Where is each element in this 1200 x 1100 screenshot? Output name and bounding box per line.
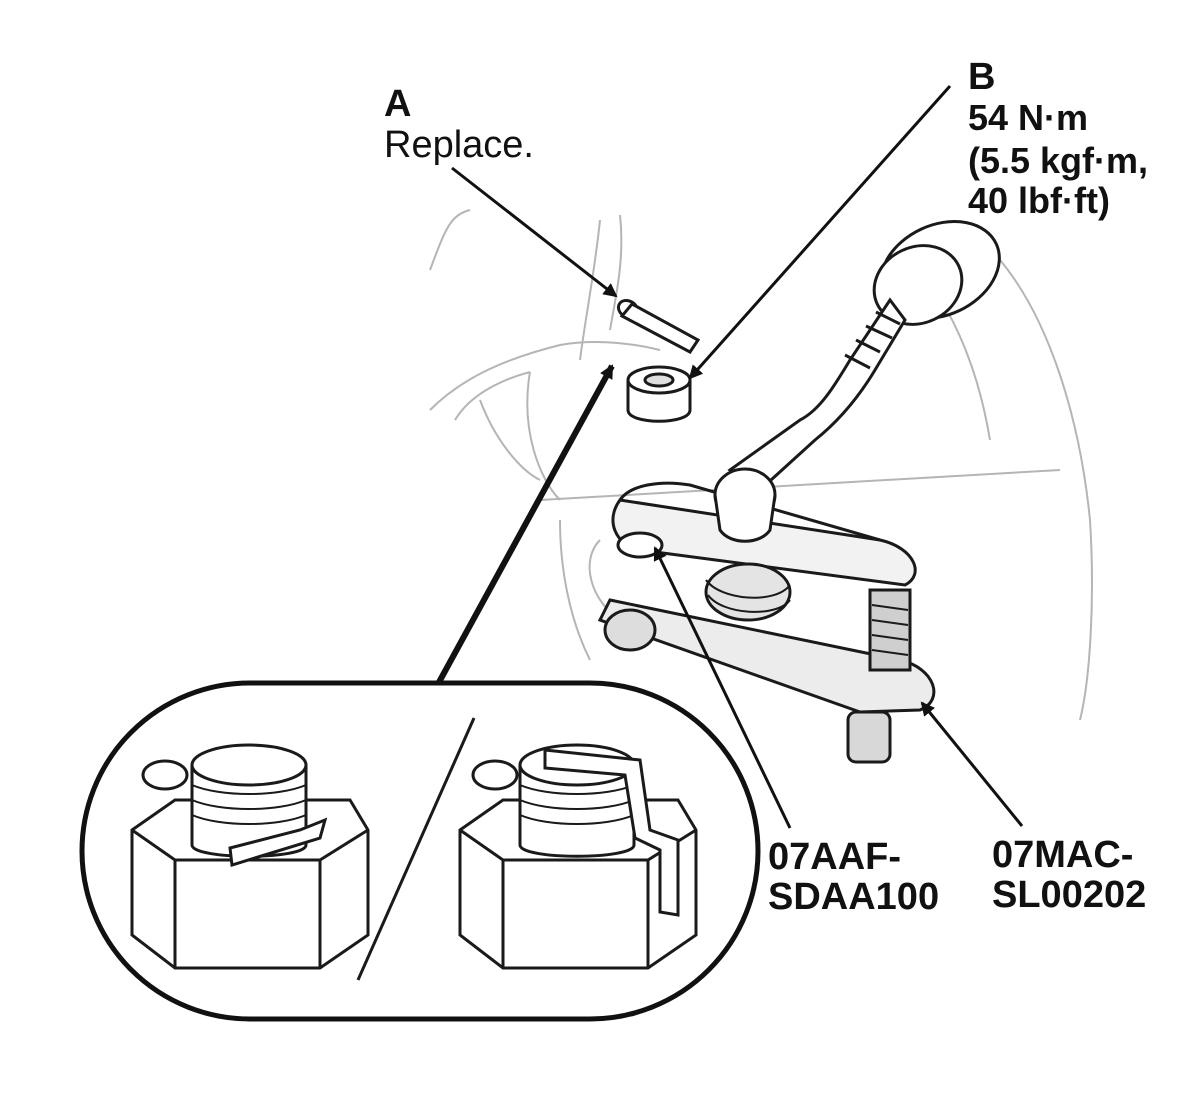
tool-1-part-number-line-1: 07AAF- (768, 836, 902, 878)
castle-nut (626, 365, 692, 423)
leader-lines (435, 85, 1024, 829)
cotter-pin-installation-detail (79, 680, 761, 1022)
tool-1-part-number-line-2: SDAA100 (768, 876, 940, 918)
cotter-pin (616, 298, 701, 354)
ball-joint-remover-tool (597, 467, 936, 764)
nut-before-bend-icon (130, 743, 370, 970)
tool-2-part-number-line-2: SL00202 (992, 874, 1147, 916)
leader-a (451, 166, 618, 298)
leader-tool-2 (920, 701, 1024, 827)
leader-inset (435, 364, 615, 686)
callout-b-torque-nm: 54 N·m (968, 97, 1089, 138)
leader-tool-1 (653, 546, 792, 829)
nut-after-bend-icon (458, 743, 698, 970)
callout-b-torque-kgfm: (5.5 kgf·m, (968, 140, 1149, 181)
drive-shaft (727, 220, 1001, 492)
tool-2-part-number-line-1: 07MAC- (992, 834, 1134, 876)
callout-b-letter: B (968, 56, 996, 98)
callout-a-note: Replace. (384, 124, 534, 166)
leader-b (688, 85, 952, 380)
callout-b-torque-lbfft: 40 lbf·ft) (968, 180, 1110, 221)
callout-a-letter: A (384, 83, 412, 125)
